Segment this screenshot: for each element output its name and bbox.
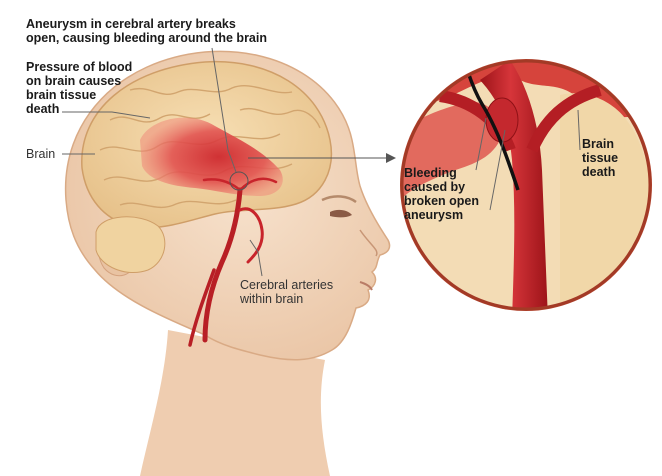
label-brain-tissue-death: Brain tissue death	[582, 137, 642, 179]
cerebellum	[96, 217, 165, 273]
label-brain: Brain	[26, 147, 86, 161]
label-cerebral-arteries: Cerebral arteries within brain	[240, 278, 370, 306]
label-bleeding-aneurysm: Bleeding caused by broken open aneurysm	[404, 166, 504, 222]
label-aneurysm-breaks: Aneurysm in cerebral artery breaks open,…	[26, 17, 316, 45]
tissue-death-zone	[560, 93, 660, 320]
connector-arrowhead	[386, 153, 396, 163]
label-pressure-tissue-death: Pressure of blood on brain causes brain …	[26, 60, 176, 116]
